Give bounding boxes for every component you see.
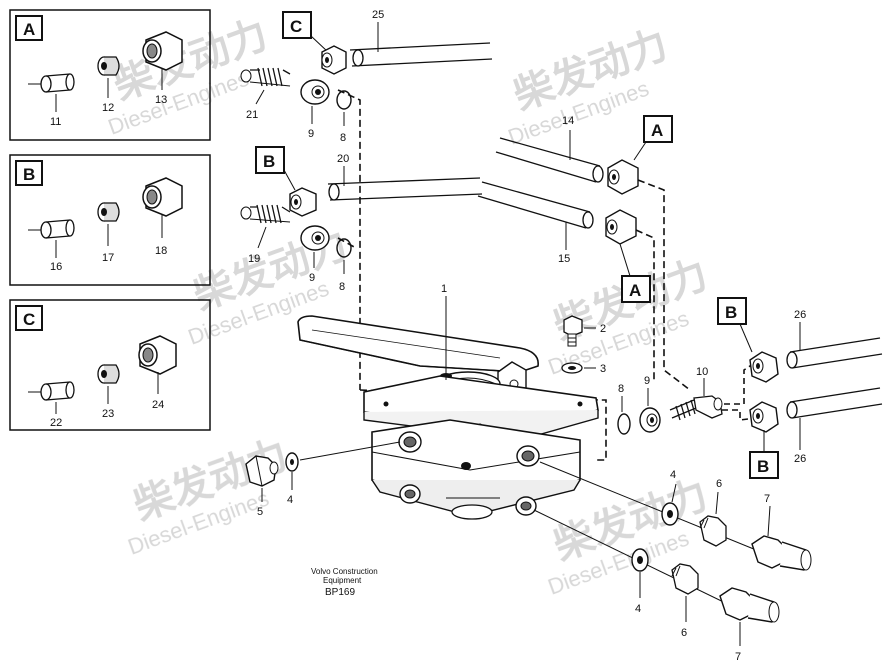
inset-c: C 22 23 24	[9, 299, 211, 431]
b-group-right-pipes: B 26 26 B	[717, 297, 883, 479]
pipe-20	[327, 177, 483, 201]
brake-valve-assembly: 1	[297, 283, 607, 520]
nut-13	[142, 31, 183, 71]
nut-18	[142, 177, 183, 217]
sleeve-11	[28, 73, 75, 93]
tag-b-right-lower: B	[757, 457, 769, 476]
callout-9-mid: 9	[309, 272, 315, 284]
pipe-14	[495, 137, 604, 183]
callout-15: 15	[558, 253, 570, 265]
pipe-15	[477, 181, 594, 229]
callout-7-lower: 7	[735, 651, 741, 663]
callout-10: 10	[696, 366, 708, 378]
caption-code: BP169	[325, 587, 355, 598]
callout-3: 3	[600, 363, 606, 375]
plug-5-washer-4: 5 4	[245, 441, 401, 518]
ferrule-12	[97, 56, 120, 76]
spring-fitting-21	[240, 67, 291, 87]
inset-a-label: A	[23, 20, 35, 39]
callout-21: 21	[246, 109, 258, 121]
caption-equipment: Equipment	[323, 576, 362, 585]
callout-2: 2	[600, 323, 606, 335]
callout-20: 20	[337, 153, 349, 165]
switch-assembly-upper: 4 6 7	[539, 461, 812, 571]
callout-4-lower: 4	[635, 603, 641, 615]
ferrule-23	[97, 364, 120, 384]
c-group-fittings: C 25 21 9 8	[240, 9, 493, 390]
callout-19: 19	[248, 253, 260, 265]
callout-6-upper: 6	[716, 478, 722, 490]
pedal-1	[297, 315, 539, 373]
a-group-pipes: 14 A 15 A	[477, 115, 691, 391]
callout-26-lower: 26	[794, 453, 806, 465]
tag-a-upper: A	[651, 121, 663, 140]
inset-a: A 11 12 13	[9, 9, 211, 141]
ferrule-17	[97, 202, 120, 222]
callout-17: 17	[102, 252, 114, 264]
fittings-8-9-10: 8 9 10	[617, 361, 757, 435]
tag-b-right-upper: B	[725, 303, 737, 322]
pipe-26-upper	[786, 337, 883, 369]
caption-company: Volvo Construction	[311, 567, 378, 576]
callout-9-right: 9	[644, 375, 650, 387]
inset-b-label: B	[23, 165, 35, 184]
callout-16: 16	[50, 261, 62, 273]
watermark: 柴发动力 Diesel-Engines 柴发动力 Diesel-Engines …	[105, 12, 714, 599]
figure-caption: Volvo Construction Equipment BP169	[311, 567, 378, 598]
tag-a-lower: A	[629, 281, 641, 300]
b-group-fittings: B 20 19 9 8	[240, 146, 483, 293]
inset-b: B 16 17 18	[9, 154, 211, 286]
callout-5: 5	[257, 506, 263, 518]
callout-8-mid: 8	[339, 281, 345, 293]
callout-1: 1	[441, 283, 447, 295]
sleeve-22	[28, 381, 75, 401]
callout-9-top: 9	[308, 128, 314, 140]
callout-8-top: 8	[340, 132, 346, 144]
callout-8-right: 8	[618, 383, 624, 395]
pipe-25	[349, 42, 493, 67]
callout-4-left: 4	[287, 494, 293, 506]
callout-26-upper: 26	[794, 309, 806, 321]
callout-22: 22	[50, 417, 62, 429]
callout-13: 13	[155, 94, 167, 106]
callout-4-upper: 4	[670, 469, 676, 481]
callout-24: 24	[152, 399, 164, 411]
sleeve-16	[28, 219, 75, 239]
callout-6-lower: 6	[681, 627, 687, 639]
callout-11: 11	[50, 116, 61, 128]
callout-25: 25	[372, 9, 384, 21]
spring-fitting-19	[240, 204, 291, 224]
switch-assembly-lower: 4 6 7	[533, 509, 780, 663]
inset-c-label: C	[23, 310, 35, 329]
pipe-26-lower	[786, 387, 883, 419]
tag-b-mid: B	[263, 152, 275, 171]
callout-23: 23	[102, 408, 114, 420]
bolt-2-washer-3: 2 3	[561, 315, 606, 375]
callout-12: 12	[102, 102, 114, 114]
callout-7-upper: 7	[764, 493, 770, 505]
callout-14: 14	[562, 115, 574, 127]
callout-18: 18	[155, 245, 167, 257]
nut-24	[138, 335, 177, 375]
tag-c-top: C	[290, 17, 302, 36]
